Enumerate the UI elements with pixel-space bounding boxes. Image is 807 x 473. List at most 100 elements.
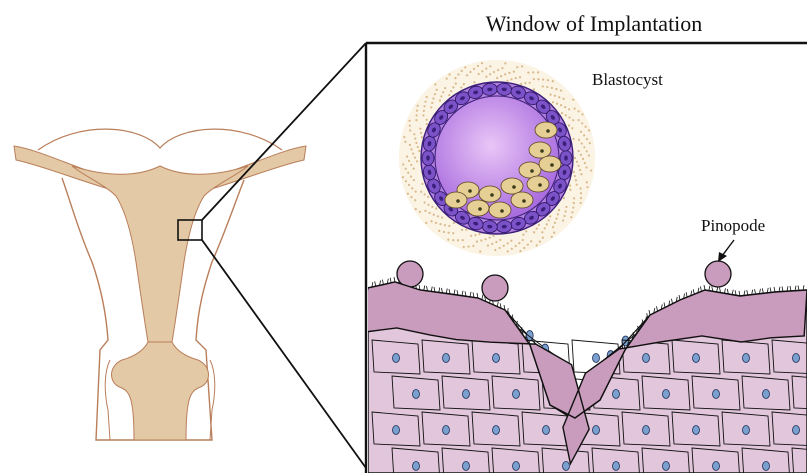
zona-dot <box>586 181 588 183</box>
zoom-line-bottom <box>202 240 366 468</box>
zona-dot <box>533 88 535 90</box>
zona-dot <box>431 206 433 208</box>
zona-dot <box>582 158 584 160</box>
zona-dot <box>504 73 506 75</box>
zona-dot <box>493 71 495 73</box>
zona-dot <box>568 116 570 118</box>
microvillus <box>790 286 791 291</box>
zona-dot <box>455 83 457 85</box>
zona-dot <box>519 250 521 252</box>
zona-dot <box>536 228 538 230</box>
zona-dot <box>574 157 576 159</box>
zona-dot <box>521 65 523 67</box>
zona-dot <box>423 110 425 112</box>
inner-cell-mass-cell <box>535 122 557 138</box>
microvillus <box>482 295 483 300</box>
zona-dot <box>485 68 487 70</box>
microvillus <box>649 310 650 315</box>
zona-dot <box>580 197 582 199</box>
zona-dot <box>413 168 415 170</box>
stromal-nucleus <box>463 390 470 399</box>
stromal-nucleus <box>493 426 500 435</box>
zona-dot <box>537 78 539 80</box>
microvillus <box>431 287 432 292</box>
zona-dot <box>522 233 524 235</box>
zona-dot <box>539 241 541 243</box>
zona-dot <box>405 180 407 182</box>
zona-dot <box>461 70 463 72</box>
stromal-nucleus <box>643 354 650 363</box>
zona-dot <box>565 114 567 116</box>
zona-dot <box>575 179 577 181</box>
zona-dot <box>473 81 475 83</box>
cervix <box>112 342 209 440</box>
zona-dot <box>504 62 506 64</box>
zona-dot <box>580 173 582 175</box>
zona-dot <box>578 110 580 112</box>
zona-dot <box>421 183 423 185</box>
zona-dot <box>538 224 540 226</box>
zona-dot <box>506 80 508 82</box>
zona-dot <box>479 250 481 252</box>
zona-dot <box>565 206 567 208</box>
microvillus <box>664 303 665 308</box>
zona-dot <box>423 201 425 203</box>
zona-dot <box>554 222 556 224</box>
stromal-nucleus <box>513 462 520 471</box>
microvillus <box>700 286 701 291</box>
zona-dot <box>544 227 546 229</box>
zona-dot <box>574 107 576 109</box>
zona-dot <box>532 71 534 73</box>
zona-dot <box>583 134 585 136</box>
zona-dot <box>588 129 590 131</box>
zona-dot <box>431 102 433 104</box>
zona-dot <box>574 175 576 177</box>
microvillus <box>704 285 705 290</box>
zona-dot <box>419 128 421 130</box>
microvillus <box>762 288 763 293</box>
zona-dot <box>436 89 438 91</box>
zona-dot <box>492 235 494 237</box>
zona-dot <box>487 244 489 246</box>
microvillus <box>446 289 447 294</box>
inner-cell-mass-cell <box>445 192 467 208</box>
zoom-line-top <box>202 43 366 220</box>
zona-dot <box>499 247 501 249</box>
zona-dot <box>516 66 518 68</box>
zona-dot <box>533 78 535 80</box>
stromal-nucleus <box>613 462 620 471</box>
icm-nucleus <box>456 199 460 203</box>
uterus-fundus <box>38 129 282 150</box>
zona-dot <box>485 76 487 78</box>
zona-dot <box>444 87 446 89</box>
microvillus <box>672 299 673 304</box>
zona-dot <box>508 72 510 74</box>
icm-nucleus <box>468 189 472 193</box>
microvillus <box>497 302 498 307</box>
icm-nucleus <box>538 183 542 187</box>
microvillus <box>724 288 725 293</box>
zona-dot <box>457 73 459 75</box>
zona-dot <box>501 67 503 69</box>
stromal-nucleus <box>693 354 700 363</box>
zona-dot <box>552 101 554 103</box>
zona-dot <box>529 82 531 84</box>
zona-dot <box>561 112 563 114</box>
zona-dot <box>443 231 445 233</box>
zona-dot <box>576 161 578 163</box>
zona-dot <box>410 164 412 166</box>
zona-dot <box>421 136 423 138</box>
zona-dot <box>414 199 416 201</box>
stromal-nucleus <box>743 426 750 435</box>
zona-dot <box>495 241 497 243</box>
uterine-cavity <box>72 166 248 342</box>
stromal-nucleus <box>593 426 600 435</box>
zona-dot <box>589 142 591 144</box>
microvillus <box>798 286 799 291</box>
pinopode-label: Pinopode <box>701 216 765 235</box>
icm-nucleus <box>540 149 544 153</box>
zona-dot <box>452 232 454 234</box>
zona-dot <box>547 79 549 81</box>
zona-dot <box>489 237 491 239</box>
zona-dot <box>583 146 585 148</box>
